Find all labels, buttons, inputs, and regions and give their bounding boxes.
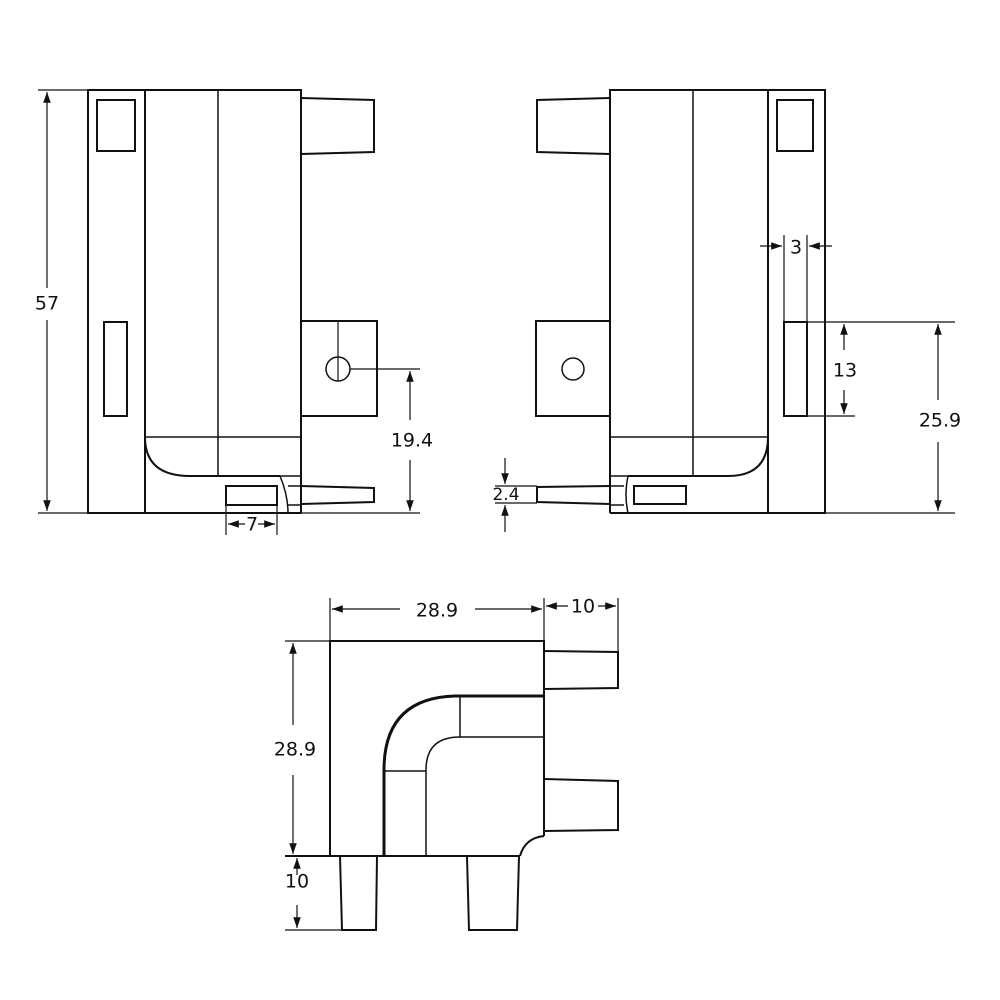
slot [103, 321, 128, 417]
dim-left-28-9: 28.9 [274, 739, 316, 761]
right-pin-upper [543, 650, 619, 690]
bottom-window [633, 485, 687, 505]
top-pin [300, 97, 375, 155]
bottom-window [225, 485, 278, 506]
main-body [144, 89, 302, 513]
bottom-pin-right [466, 855, 520, 931]
pin-sleeve [279, 475, 302, 514]
bottom-pin-left [339, 855, 378, 931]
right-dimensions: 3 13 25.9 2.4 [492, 235, 961, 532]
bottom-pin [536, 485, 611, 505]
bottom-pin [300, 485, 375, 505]
dim-57: 57 [35, 293, 59, 315]
l-channel-outer [382, 694, 544, 856]
left-side-view [87, 89, 378, 514]
right-pin-lower [543, 778, 619, 832]
mounting-hole [561, 357, 585, 381]
right-side-panel [767, 89, 826, 514]
dim-7: 7 [246, 514, 258, 536]
corner-fillet [519, 835, 545, 857]
left-dimensions: 57 19.4 7 [35, 89, 433, 536]
main-body [609, 89, 769, 513]
dim-13: 13 [833, 360, 857, 382]
l-channel-inner [425, 736, 544, 856]
bottom-view [285, 640, 619, 931]
slot [783, 321, 808, 417]
upper-window [96, 99, 136, 152]
dim-top-28-9: 28.9 [416, 600, 458, 622]
dim-top-10: 10 [571, 596, 595, 618]
dim-19-4: 19.4 [391, 430, 433, 452]
dim-left-10: 10 [285, 871, 309, 893]
upper-window [776, 99, 814, 152]
mounting-tab [535, 320, 610, 417]
bottom-dimensions: 28.9 10 28.9 10 [274, 596, 619, 931]
body-outline [329, 640, 545, 856]
dim-25-9: 25.9 [919, 410, 961, 432]
right-side-view [535, 89, 826, 514]
left-side-panel [87, 89, 146, 514]
top-pin [536, 97, 611, 155]
dim-3: 3 [790, 237, 802, 259]
dim-2-4: 2.4 [492, 485, 519, 505]
pin-sleeve [610, 475, 629, 514]
